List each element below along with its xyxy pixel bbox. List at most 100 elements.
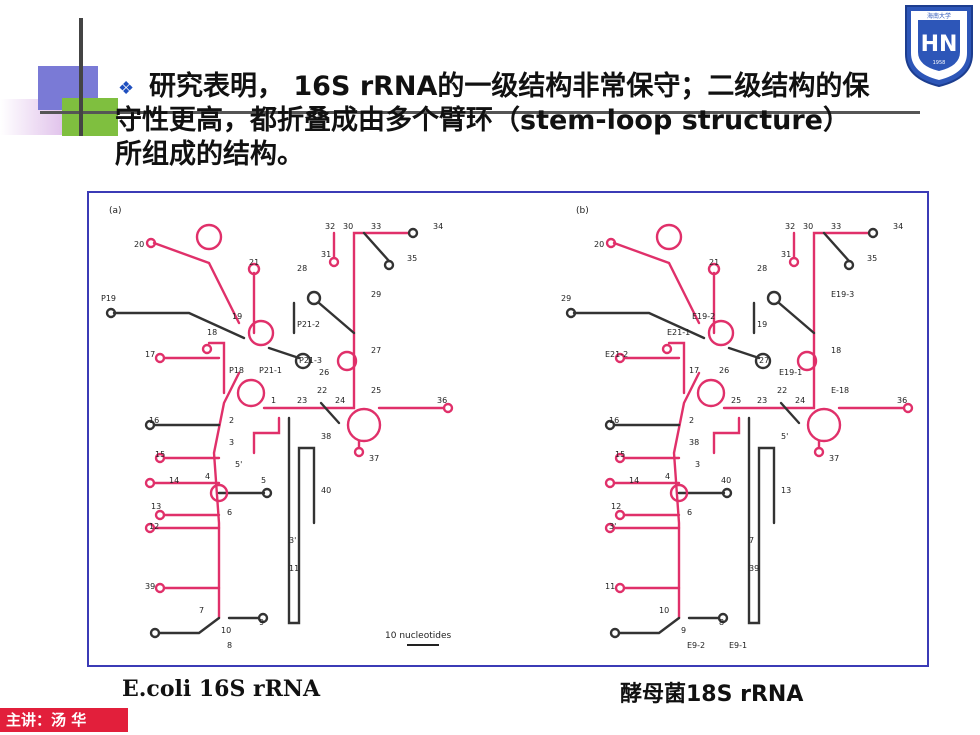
helix-2-stem	[252, 416, 281, 455]
helix-16-loop	[144, 419, 156, 431]
labels-b-label: 20	[594, 240, 604, 249]
helix-18-loop	[201, 343, 213, 355]
labels-a-label: 5	[261, 476, 266, 485]
labels-b-label: 2	[689, 416, 694, 425]
helix-39-stem	[287, 416, 316, 625]
bullet-diamond-icon: ❖	[118, 78, 135, 99]
labels-b-label: 30	[803, 222, 813, 231]
helix-20-stem	[152, 241, 241, 325]
labels-a-label: P21-2	[297, 320, 320, 329]
logo-year-text: 1958	[933, 60, 946, 66]
helix-8-loop	[717, 612, 729, 624]
helix-25-junction	[806, 407, 842, 443]
helix-34-loop	[867, 227, 879, 239]
labels-b-label: 14	[629, 476, 639, 485]
logo-top-text: 海南大学	[927, 12, 951, 20]
labels-b-label: 17	[689, 366, 699, 375]
title-divider-line	[40, 111, 920, 114]
university-logo: 海南大学 HN 1958	[905, 5, 973, 88]
helix-13-loop	[614, 509, 626, 521]
helix-12-loop	[604, 522, 616, 534]
labels-a-label: 32	[325, 222, 335, 231]
helix-16-loop	[604, 419, 616, 431]
helix-18-loop	[661, 343, 673, 355]
helix-5-loop	[261, 487, 273, 499]
helix-38-stem	[779, 401, 801, 425]
helix-5-loop	[721, 487, 733, 499]
labels-b-label: 8	[719, 618, 724, 627]
helix-11-loop	[614, 582, 626, 594]
labels-a-label: 29	[371, 290, 381, 299]
helix-20-hairpin	[195, 223, 223, 251]
slide-headline: 研究表明， 16S rRNA的一级结构非常保守；二级结构的保守性更高，都折叠成由…	[115, 70, 875, 172]
panel-b-tag: (b)	[576, 206, 589, 216]
labels-a-label: 27	[371, 346, 381, 355]
labels-a-label: 31	[321, 250, 331, 259]
helix-15-loop	[614, 452, 626, 464]
helix-20-loop	[145, 237, 157, 249]
labels-b-label: 34	[893, 222, 903, 231]
helix-2-stem	[712, 416, 741, 455]
labels-b-label: E19-1	[779, 368, 802, 377]
labels-a-label: 25	[371, 386, 381, 395]
helix-28-stem	[777, 301, 816, 335]
labels-b-label: E19-2	[692, 312, 715, 321]
labels-b-label: 26	[719, 366, 729, 375]
labels-b-label: 18	[831, 346, 841, 355]
helix-p21-loop	[294, 352, 312, 370]
labels-a-label: 26	[319, 368, 329, 377]
panel-b-yeast-18s	[565, 223, 914, 639]
caption-ecoli: E.coli 16S rRNA	[122, 676, 321, 702]
backbone-stem	[672, 371, 701, 620]
labels-b-label: 36	[897, 396, 907, 405]
helix-20-loop	[605, 237, 617, 249]
scale-bar-label: 10 nucleotides	[385, 631, 451, 641]
labels-a-label: 33	[371, 222, 381, 231]
helix-34-loop	[407, 227, 419, 239]
labels-b-label: E9-2	[687, 641, 705, 650]
helix-19-junction-loop	[247, 319, 275, 347]
labels-b-label: E21-2	[605, 350, 628, 359]
helix-17-loop	[614, 352, 626, 364]
labels-b-label: 16	[609, 416, 619, 425]
helix-38-stem	[319, 401, 341, 425]
labels-a-label: 9	[259, 618, 264, 627]
labels-b-label: 21	[709, 258, 719, 267]
helix-18-stem	[207, 341, 226, 395]
labels-a-label: 21	[249, 258, 259, 267]
panel-a-tag: (a)	[109, 206, 122, 216]
helix-19-loop	[105, 307, 117, 319]
helix-36-loop	[442, 402, 454, 414]
labels-a-label: P19	[101, 294, 116, 303]
caption-yeast: 酵母菌18S rRNA	[620, 682, 804, 707]
helix-10-loop	[609, 627, 621, 639]
labels-a-label: 30	[343, 222, 353, 231]
headline-text: 研究表明， 16S rRNA的一级结构非常保守；二级结构的保守性更高，都折叠成由…	[115, 71, 870, 170]
labels-b-label: 3'	[609, 522, 616, 531]
helix-31-loop	[328, 256, 340, 268]
helix-8-loop	[257, 612, 269, 624]
labels-b-label: 35	[867, 254, 877, 263]
labels-b-label: 7	[749, 536, 754, 545]
title-decoration-green-block	[62, 98, 118, 136]
helix-10-stem	[617, 616, 681, 635]
labels-b-label: 6	[687, 508, 692, 517]
helix-10-stem	[157, 616, 221, 635]
helix-28-loop	[306, 290, 322, 306]
helix-21-loop	[247, 262, 261, 276]
helix-36-loop	[902, 402, 914, 414]
helix-4-loop	[669, 483, 689, 503]
labels-b-label: 25	[731, 396, 741, 405]
helix-11-loop	[154, 582, 166, 594]
helix-19-stem	[572, 311, 706, 340]
labels-a-label: P18	[229, 366, 244, 375]
labels-b-label: 9	[681, 626, 686, 635]
labels-a-label: 28	[297, 264, 307, 273]
labels-a-label: 15	[155, 450, 165, 459]
labels-b-label: 13	[781, 486, 791, 495]
labels-a-label: 14	[169, 476, 179, 485]
helix-13-loop	[154, 509, 166, 521]
labels-b-label: 29	[561, 294, 571, 303]
